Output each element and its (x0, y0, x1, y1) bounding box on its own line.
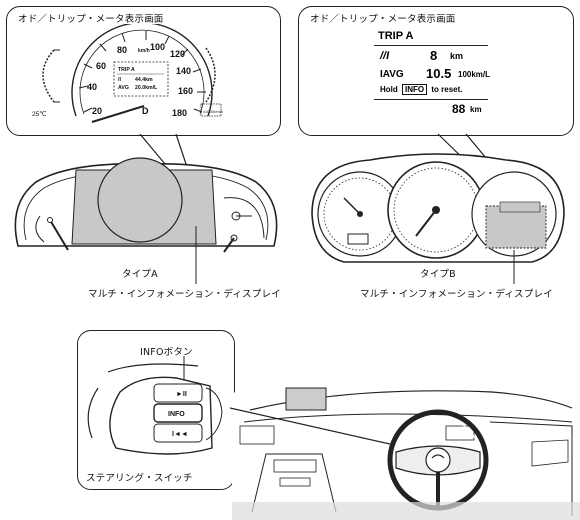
tacho-unit: x1000r/min (203, 109, 223, 114)
panel-info-box: INFO (402, 84, 428, 95)
media-prev-icon: I◄◄ (172, 431, 188, 438)
cluster-b-display-label: マルチ・インフォメーション・ディスプレイ (360, 289, 553, 300)
speed-tick-20: 20 (92, 106, 102, 116)
callout-right-odo-trip (298, 6, 574, 136)
dashboard-interior-drawing (232, 366, 580, 520)
panel-odo-value: 88 (452, 102, 466, 116)
mini-trip-label: TRIP A (118, 67, 135, 73)
panel-row1-icon: //I (380, 50, 390, 62)
switch-leader-line (230, 407, 391, 445)
callout-left-title: オド／トリップ・メータ表示画面 (18, 14, 164, 25)
speed-tick-160: 160 (178, 86, 193, 96)
panel-row2-icon: IAVG (380, 69, 404, 80)
speed-tick-180: 180 (172, 108, 187, 118)
speed-tick-100: 100 (150, 42, 165, 52)
temp-readout: 25℃ (32, 110, 47, 118)
mini-trip-icon-1: /I (118, 77, 121, 83)
media-next-icon: ►II (176, 391, 187, 398)
mid-display-panel: TRIP A //I 8 km IAVG 10.5 100km/L Hold I… (374, 28, 491, 122)
panel-trip-label: TRIP A (378, 30, 414, 42)
callout-right-title: オド／トリップ・メータ表示画面 (310, 14, 456, 25)
speed-tick-60: 60 (96, 61, 106, 71)
panel-row1-value: 8 (430, 48, 438, 63)
cluster-a-display-label: マルチ・インフォメーション・ディスプレイ (88, 289, 281, 300)
panel-odo-unit: km (470, 105, 482, 114)
steering-switch-closeup: ►II INFO I◄◄ (87, 356, 223, 455)
speed-unit: km/h (138, 48, 150, 54)
cluster-a-type-label: タイプA (122, 269, 158, 280)
panel-row2-value: 10.5 (426, 66, 452, 81)
panel-hold-text: Hold INFO to reset. (380, 84, 463, 95)
gear-indicator: D (142, 106, 149, 116)
speed-tick-140: 140 (176, 66, 191, 76)
info-button-label: INFOボタン (140, 347, 193, 358)
tachometer-mini-gauge: x1000r/min (200, 47, 223, 117)
speed-tick-40: 40 (87, 82, 97, 92)
temperature-mini-gauge: 25℃ (32, 49, 60, 118)
panel-row2-unit: 100km/L (458, 70, 491, 79)
speedometer-gauge-detail: 20 40 60 80 km/h 100 120 140 160 180 TRI… (71, 24, 213, 123)
cluster-b-type-label: タイプB (420, 269, 456, 280)
panel-row1-unit: km (450, 51, 464, 61)
mini-trip-icon-2: AVG (118, 85, 129, 91)
mini-trip-value-2: 20.0km/L (135, 85, 158, 91)
instrument-cluster-type-a (14, 134, 278, 284)
mini-trip-value-1: 44.4km (135, 77, 153, 83)
instrument-cluster-type-b (311, 133, 565, 284)
speed-tick-80: 80 (117, 45, 127, 55)
info-button-face: INFO (168, 411, 185, 418)
speed-tick-120: 120 (170, 49, 185, 59)
steering-switch-label: ステアリング・スイッチ (86, 473, 193, 484)
